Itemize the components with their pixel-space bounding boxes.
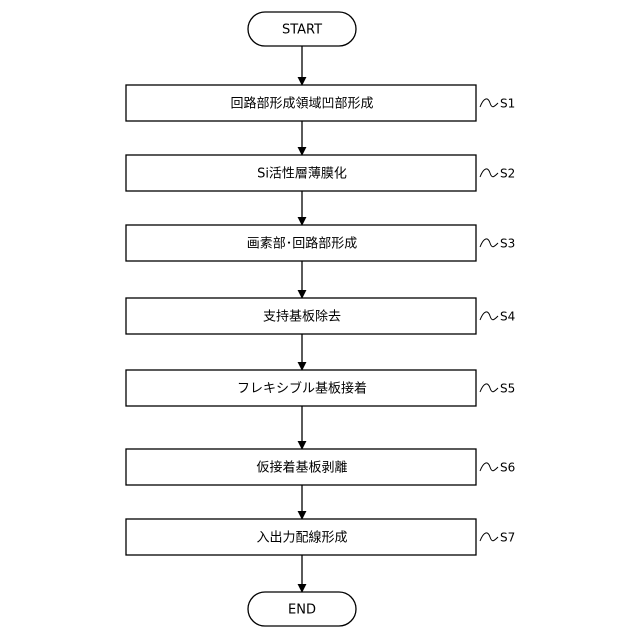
process-step-s1: 回路部形成領域凹部形成 S1 xyxy=(126,85,515,121)
end-terminal: END xyxy=(248,592,356,626)
step-id-label: S5 xyxy=(500,382,515,396)
process-step-s3: 画素部･回路部形成 S3 xyxy=(126,225,515,261)
step-id-label: S7 xyxy=(500,531,515,545)
step-id-leader xyxy=(480,463,498,471)
step-id-label: S1 xyxy=(500,97,515,111)
process-step-label: フレキシブル基板接着 xyxy=(237,381,367,397)
process-step-s5: フレキシブル基板接着 S5 xyxy=(126,370,515,406)
step-id-leader xyxy=(480,169,498,177)
step-id-label: S3 xyxy=(500,237,515,251)
step-id-leader xyxy=(480,533,498,541)
step-id-label: S4 xyxy=(500,310,515,324)
process-step-label: 回路部形成領域凹部形成 xyxy=(230,96,373,112)
step-id-leader xyxy=(480,384,498,392)
process-step-s2: Si活性層薄膜化 S2 xyxy=(126,155,515,191)
step-id-label: S2 xyxy=(500,167,515,181)
step-id-label: S6 xyxy=(500,461,515,475)
step-id-leader xyxy=(480,312,498,320)
start-terminal-label: START xyxy=(282,23,322,38)
process-step-label: 入出力配線形成 xyxy=(256,530,347,546)
process-step-label: 仮接着基板剥離 xyxy=(256,460,347,476)
step-id-leader xyxy=(480,239,498,247)
process-step-s6: 仮接着基板剥離 S6 xyxy=(126,449,515,485)
process-step-label: 支持基板除去 xyxy=(263,310,341,325)
end-terminal-label: END xyxy=(288,603,316,618)
process-step-label: Si活性層薄膜化 xyxy=(257,167,347,182)
process-step-label: 画素部･回路部形成 xyxy=(247,236,358,252)
step-id-leader xyxy=(480,99,498,107)
process-step-s7: 入出力配線形成 S7 xyxy=(126,519,515,555)
start-terminal: START xyxy=(248,12,356,46)
process-step-s4: 支持基板除去 S4 xyxy=(126,298,515,334)
